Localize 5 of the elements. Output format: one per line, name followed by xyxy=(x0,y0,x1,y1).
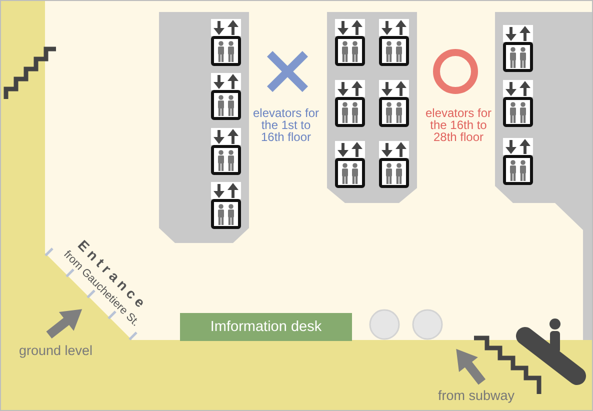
subway-label: from subway xyxy=(438,388,515,403)
floor-range-note: elevators for the 16th to 28th floor xyxy=(424,108,493,144)
information-desk: Imformation desk xyxy=(180,313,352,341)
floor-range-note: elevators for the 1st to 16th floor xyxy=(252,108,320,144)
level-label: ground level xyxy=(19,343,93,358)
